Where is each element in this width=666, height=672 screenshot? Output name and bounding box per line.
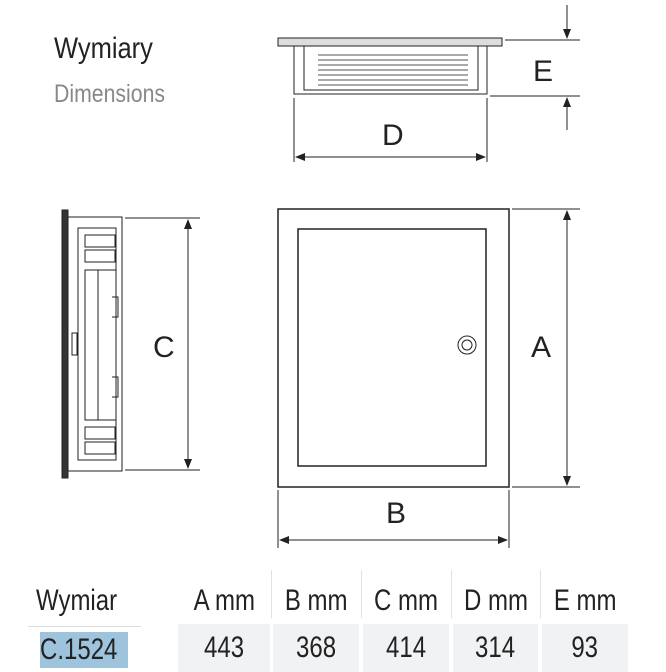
side-view (61, 209, 123, 479)
dimensions-table: Wymiar A mm B mm C mm D mm E mm C.1524 4… (0, 566, 666, 672)
label-a: A (531, 331, 551, 364)
value-a: 443 (178, 624, 270, 672)
lock-icon (457, 335, 477, 355)
front-view (277, 208, 510, 488)
value-c: 414 (363, 624, 449, 672)
header-model: Wymiar (36, 584, 118, 617)
header-d: D mm (463, 584, 528, 617)
header-c: C mm (373, 584, 438, 617)
subtitle: Dimensions (54, 80, 166, 108)
label-e: E (533, 55, 553, 88)
header-b: B mm (284, 584, 348, 617)
label-c: C (153, 331, 175, 364)
header-a: A mm (193, 584, 255, 617)
top-view (277, 37, 503, 95)
title: Wymiary (54, 32, 153, 65)
label-d: D (382, 119, 404, 152)
header-e: E mm (553, 584, 617, 617)
value-d: 314 (453, 624, 538, 672)
value-b: 368 (273, 624, 359, 672)
value-e: 93 (542, 624, 628, 672)
model-cell: C.1524 (40, 632, 128, 668)
label-b: B (386, 497, 406, 530)
